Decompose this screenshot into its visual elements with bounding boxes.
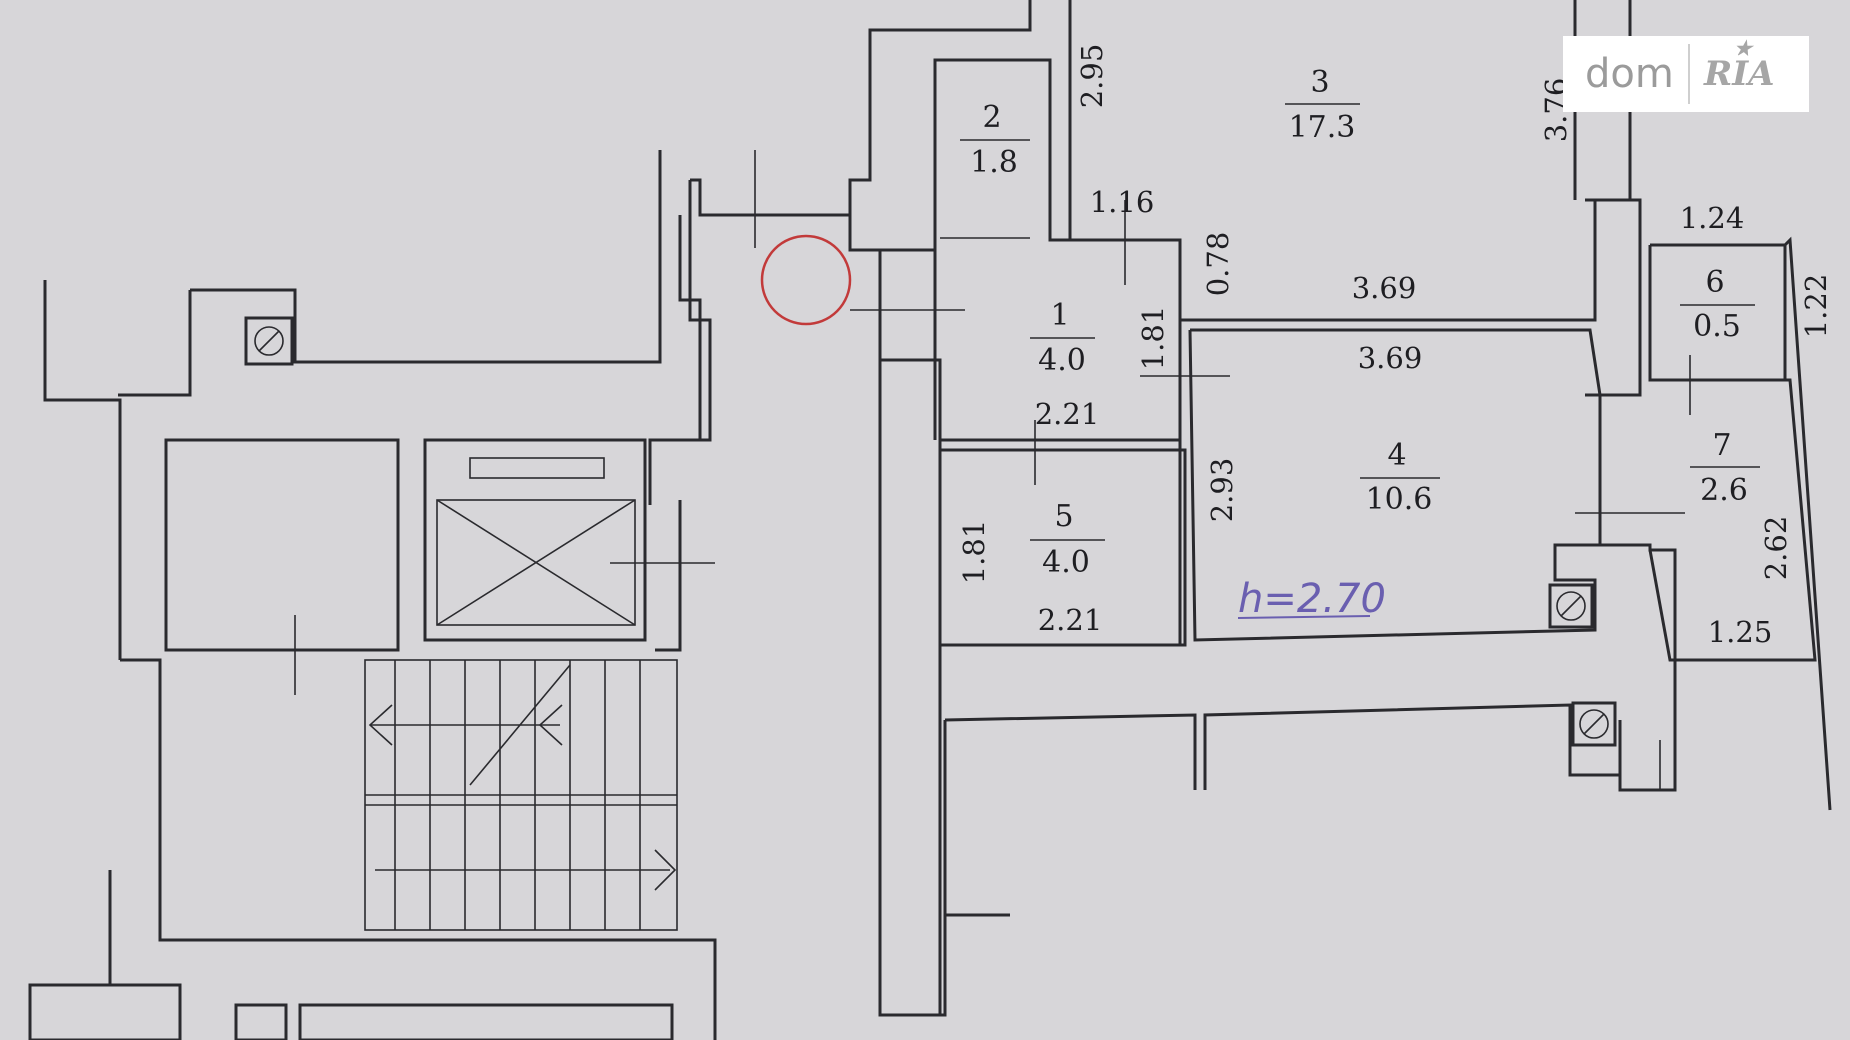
staircase (364, 659, 678, 931)
svg-text:4: 4 (1387, 438, 1406, 473)
svg-text:3: 3 (1310, 65, 1329, 100)
svg-text:6: 6 (1705, 265, 1724, 300)
room-label-3: 3 17.3 (1285, 65, 1360, 145)
svg-text:0.5: 0.5 (1693, 309, 1741, 344)
dimension-gap-side: 0.78 (1201, 232, 1235, 297)
svg-text:17.3: 17.3 (1289, 110, 1356, 145)
stair-elevator-block (28, 150, 717, 1040)
dimension-room4-side: 2.93 (1205, 458, 1239, 523)
dimension-room5-bottom: 2.21 (1038, 603, 1103, 637)
dimension-room2-side: 2.95 (1075, 44, 1109, 109)
watermark-dom: dom (1585, 51, 1674, 97)
svg-text:2.6: 2.6 (1700, 473, 1748, 508)
svg-text:2: 2 (982, 100, 1001, 135)
dimension-room5-side: 1.81 (957, 520, 991, 585)
star-icon: ★ (1734, 36, 1752, 60)
dimension-room1-top: 1.16 (1090, 185, 1155, 219)
watermark-logo: dom ★RIA (1563, 36, 1809, 112)
room-label-7: 7 2.6 (1690, 428, 1760, 508)
ceiling-height-note: h=2.70 (1238, 576, 1386, 622)
svg-text:1.8: 1.8 (970, 145, 1018, 180)
dimension-room1-bottom: 2.21 (1035, 397, 1100, 431)
dimension-room7-bottom: 1.25 (1708, 615, 1773, 649)
svg-text:5: 5 (1054, 499, 1073, 534)
room-label-2: 2 1.8 (960, 100, 1030, 180)
room-label-4: 4 10.6 (1360, 438, 1440, 517)
watermark-ria: ★RIA (1704, 36, 1775, 94)
room-label-5: 5 4.0 (1030, 499, 1105, 580)
dimension-corridor-top: 3.69 (1352, 271, 1417, 305)
svg-text:1: 1 (1050, 298, 1069, 333)
dimension-room1-side: 1.81 (1136, 306, 1170, 371)
svg-text:10.6: 10.6 (1366, 482, 1433, 517)
room-label-1: 1 4.0 (1030, 298, 1095, 378)
room-label-6: 6 0.5 (1680, 265, 1755, 344)
dimension-room6-side: 1.22 (1799, 274, 1833, 339)
svg-text:4.0: 4.0 (1042, 545, 1090, 580)
apartment-walls (294, 0, 1832, 1017)
dimension-room7-side: 2.62 (1759, 516, 1793, 581)
location-marker-icon (760, 234, 852, 326)
svg-text:4.0: 4.0 (1038, 343, 1086, 378)
watermark-divider (1688, 44, 1690, 104)
dimension-room4-top: 3.69 (1358, 341, 1423, 375)
dimension-room6-top: 1.24 (1680, 201, 1745, 235)
svg-text:7: 7 (1712, 428, 1731, 463)
